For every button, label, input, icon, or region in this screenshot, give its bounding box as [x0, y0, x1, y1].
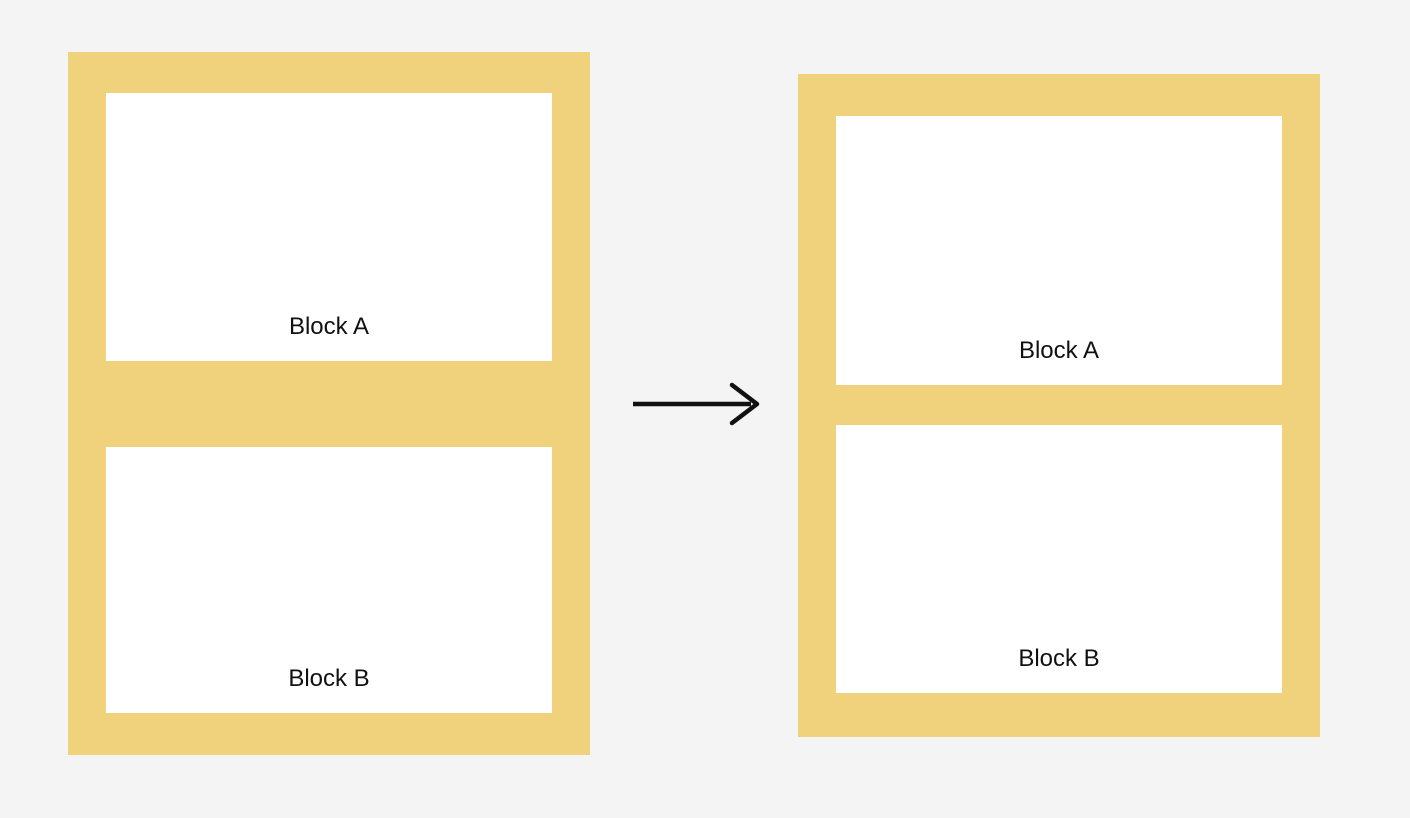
block-a-after-label: Block A — [1018, 337, 1100, 364]
block-a-before-label: Block A — [288, 313, 370, 340]
block-b-before: Block B — [106, 447, 552, 713]
container-after: Block A Block B — [798, 74, 1320, 737]
block-b-before-label: Block B — [288, 665, 370, 692]
block-b-after: Block B — [836, 425, 1282, 693]
container-before: Block A Block B — [68, 52, 590, 755]
block-a-before: Block A — [106, 93, 552, 361]
block-a-after: Block A — [836, 116, 1282, 385]
arrow-right-icon — [625, 380, 765, 428]
block-b-after-label: Block B — [1018, 645, 1100, 672]
